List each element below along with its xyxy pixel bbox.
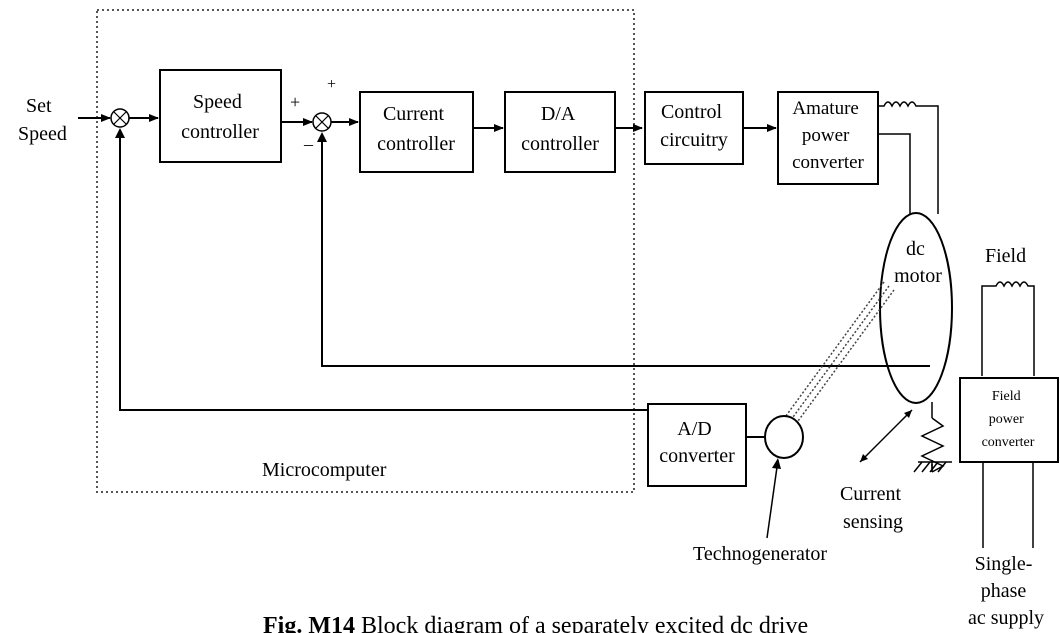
plus-sign-2: +: [327, 76, 336, 93]
armature-lead: [878, 133, 911, 214]
dc-motor: [879, 212, 953, 404]
da-controller-block: [504, 91, 616, 173]
current-feedback-line: [321, 134, 930, 367]
current-feedback-arrow: [317, 132, 327, 142]
ad-converter-label: A/D converter: [659, 418, 735, 467]
armature-converter-block: [777, 91, 879, 185]
field-converter-block: [959, 377, 1059, 463]
set-speed-label: Set Speed: [18, 95, 67, 145]
speed-controller-label: Speed controller: [181, 91, 259, 143]
current-sensing-label: Current sensing: [840, 483, 906, 533]
field-winding: [981, 281, 1035, 376]
field-converter-label: Field power converter: [982, 389, 1035, 450]
ad-converter-block: [647, 403, 747, 487]
current-controller-block: [359, 91, 474, 173]
figure-caption: Fig. M14 Block diagram of a separately e…: [263, 613, 808, 633]
current-controller-label: Current controller: [377, 103, 455, 155]
ground-hatching: [913, 461, 947, 473]
current-sensing-pointer-tail: [860, 454, 868, 462]
dc-motor-label: dc motor: [894, 238, 942, 287]
current-sensing-pointer-head: [904, 410, 912, 418]
speed-feedback-arrow: [115, 128, 125, 138]
control-circuitry-block: [644, 91, 744, 165]
technogenerator-pointer-head: [772, 458, 781, 469]
supply-label: Single- phase ac supply: [968, 553, 1044, 629]
current-sensing-pointer: [859, 409, 913, 463]
technogenerator-pointer: [766, 459, 779, 539]
shaft-coupling: [779, 281, 895, 433]
da-controller-label: D/A controller: [521, 103, 599, 155]
armature-inductor: [878, 101, 939, 214]
summing-junction-current: [312, 112, 332, 132]
field-label: Field: [985, 245, 1026, 267]
control-circuitry-label: Control circuitry: [660, 101, 728, 151]
speed-feedback-line: [119, 130, 648, 411]
technogenerator: [764, 415, 804, 459]
plus-sign-1: +: [290, 92, 300, 112]
microcomputer-boundary: [96, 9, 635, 493]
microcomputer-label: Microcomputer: [262, 459, 387, 481]
speed-controller-block: [159, 69, 282, 163]
summing-junction-speed: [110, 108, 130, 128]
caption-text: Block diagram of a separately excited dc…: [355, 613, 808, 633]
armature-converter-label: Amature power converter: [792, 98, 864, 173]
technogenerator-label: Technogenerator: [693, 543, 827, 565]
minus-sign: –: [303, 134, 314, 154]
caption-prefix: Fig. M14: [263, 613, 355, 633]
